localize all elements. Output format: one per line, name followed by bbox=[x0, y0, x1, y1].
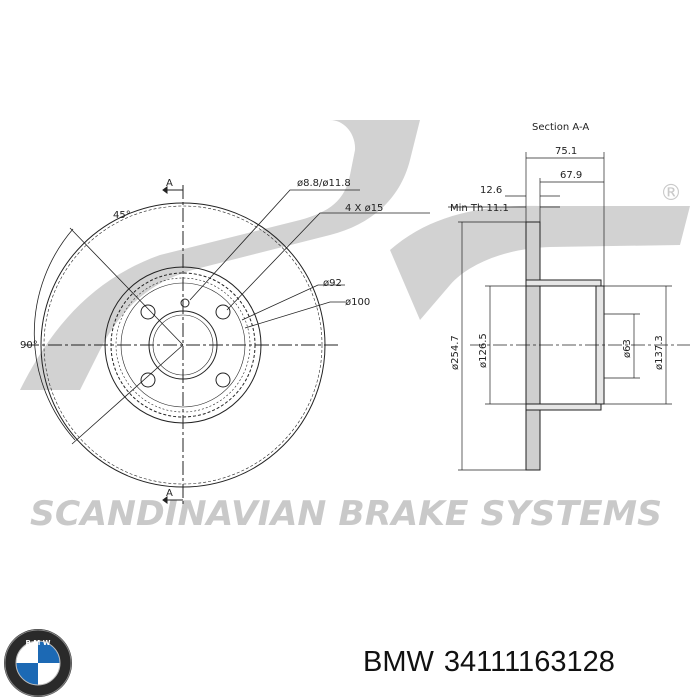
front-view bbox=[25, 185, 340, 505]
brand-name: BMW bbox=[363, 646, 434, 678]
registered-mark: ® bbox=[660, 181, 682, 206]
section-profile bbox=[470, 221, 690, 471]
bolt-holes bbox=[140, 298, 231, 388]
locating-hole bbox=[180, 298, 190, 308]
angle-90-label: 90° bbox=[20, 340, 38, 351]
bolt-hole bbox=[215, 372, 231, 388]
part-caption: BMW 34111163128 bbox=[363, 646, 615, 679]
bolt-pattern-label: 4 X ø15 bbox=[345, 203, 383, 214]
section-dimensions bbox=[448, 152, 672, 471]
outer-diameter-dim: ø254.7 bbox=[450, 335, 461, 370]
center-diameter-label: ø100 bbox=[345, 297, 370, 308]
angle-45-label: 45° bbox=[113, 210, 131, 221]
hat-diameter-dim: ø137.3 bbox=[654, 335, 665, 370]
hat-height-dim: 67.9 bbox=[560, 170, 582, 181]
bolt-hole bbox=[140, 372, 156, 388]
section-title: Section A-A bbox=[532, 122, 589, 133]
part-number: 34111163128 bbox=[443, 646, 615, 678]
watermark-brand-text: SCANDINAVIAN BRAKE SYSTEMS bbox=[30, 494, 662, 534]
section-marker-top: A bbox=[166, 178, 173, 189]
pcd-label: ø92 bbox=[323, 278, 342, 289]
hub-diameter-dim: ø126.5 bbox=[478, 333, 489, 368]
front-leaders bbox=[189, 189, 430, 329]
section-markers bbox=[162, 186, 183, 504]
sbs-watermark-logo bbox=[20, 120, 690, 390]
total-height-dim: 75.1 bbox=[555, 146, 577, 157]
hole-diameter-label: ø8.8/ø11.8 bbox=[297, 178, 351, 189]
center-bore-dim: ø63 bbox=[622, 339, 633, 358]
thickness-dim: 12.6 bbox=[480, 185, 502, 196]
section-marker-bottom: A bbox=[166, 488, 173, 499]
bolt-hole bbox=[215, 304, 231, 320]
bmw-logo: B M W bbox=[4, 629, 72, 697]
bolt-hole bbox=[140, 304, 156, 320]
bmw-logo-letters: B M W bbox=[26, 639, 51, 647]
min-thickness-dim: Min Th 11.1 bbox=[450, 203, 509, 214]
